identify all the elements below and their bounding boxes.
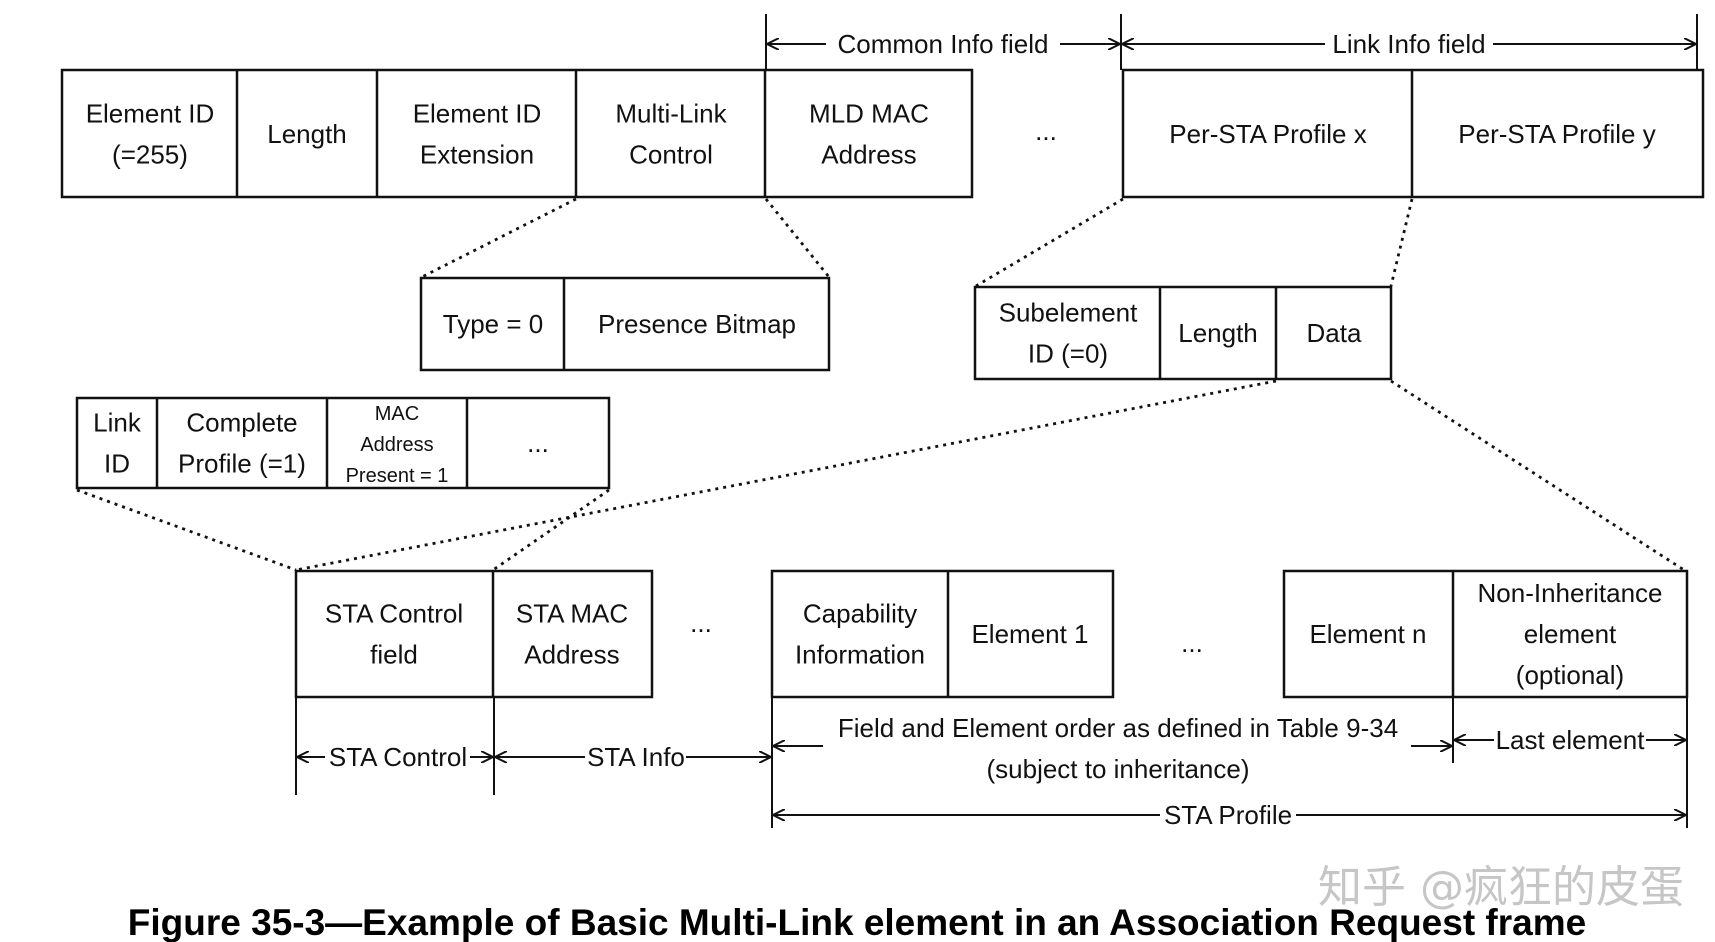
field-label-line: Multi-Link: [615, 99, 727, 129]
field-label-line: Element 1: [971, 619, 1088, 649]
sta-profile-dimension: STA Profile: [774, 800, 1685, 830]
field-order-label-line1: Field and Element order as defined in Ta…: [838, 713, 1398, 743]
field-order-dimension: Field and Element order as defined in Ta…: [774, 713, 1451, 784]
field-label: Length: [1178, 318, 1258, 348]
field-order-label-line2: (subject to inheritance): [986, 754, 1249, 784]
link-info-field-label: Link Info field: [1332, 29, 1485, 59]
sta-profile-group-3: Element n Non-Inheritance element (optional…: [1282, 569, 1689, 699]
sta-info-label: STA Info: [587, 742, 685, 772]
link-info-box: Per-STA Profile x Per-STA Profile y: [1121, 68, 1705, 199]
zoom-line-profile-right: [1389, 198, 1414, 287]
field-label-line: Profile (=1): [178, 449, 306, 479]
field-label-line: Present = 1: [346, 465, 449, 487]
figure-caption: Figure 35-3—Example of Basic Multi-Link …: [128, 902, 1586, 942]
sta-control-label: STA Control: [329, 742, 467, 772]
sta-control-dimension: STA Control: [298, 742, 492, 772]
field-label: Element ID Extension: [413, 99, 542, 170]
field-label: Element n: [1309, 619, 1426, 649]
field-label: Data: [1307, 318, 1362, 348]
field-label-line: Type = 0: [443, 309, 543, 339]
field-label-line: field: [370, 640, 418, 670]
field-label: Element ID (=255): [86, 99, 215, 170]
last-element-label: Last element: [1496, 725, 1646, 755]
zoom-line-stactl-left: [76, 488, 297, 572]
field-label: Non-Inheritance element (optional): [1478, 578, 1663, 690]
field-label-line: ID (=0): [1028, 339, 1108, 369]
field-label-line: Element n: [1309, 619, 1426, 649]
zoom-line-mlc-right: [764, 198, 831, 278]
field-label-line: Subelement: [999, 298, 1139, 328]
field-label-line: STA Control: [325, 599, 463, 629]
field-label-line: Length: [1178, 318, 1258, 348]
field-label-line: Address: [524, 640, 619, 670]
field-label: STA MAC Address: [516, 599, 628, 670]
field-label-line: Element ID: [86, 99, 215, 129]
field-label-line: STA MAC: [516, 599, 628, 629]
field-label-line: Capability: [803, 599, 917, 629]
field-label-line: Data: [1307, 318, 1362, 348]
field-label: Type = 0: [443, 309, 543, 339]
field-label: Length: [267, 119, 347, 149]
field-label-line: Extension: [420, 140, 534, 170]
zoom-line-data-right: [1390, 379, 1685, 572]
field-label: Element 1: [971, 619, 1088, 649]
field-label-line: Control: [629, 140, 713, 170]
field-label-line: element: [1524, 619, 1617, 649]
field-label: Per-STA Profile y: [1458, 119, 1655, 149]
field-label: Subelement ID (=0): [999, 298, 1139, 369]
field-label-line: MAC: [375, 403, 419, 425]
sta-profile-ellipsis-1: ...: [690, 608, 712, 638]
field-label-line: Complete: [186, 408, 297, 438]
field-label-line: Per-STA Profile x: [1169, 119, 1366, 149]
field-label-line: Link: [93, 408, 142, 438]
link-info-dimension: Link Info field: [1123, 14, 1698, 70]
field-label-line: Length: [267, 119, 347, 149]
field-label-line: Address: [821, 140, 916, 170]
zoom-line-profile-left: [975, 197, 1124, 288]
common-info-dimension: Common Info field: [765, 14, 1122, 70]
field-label: MLD MAC Address: [809, 99, 929, 170]
field-label: STA Control field: [325, 599, 463, 670]
field-label-line: Information: [795, 640, 925, 670]
watermark: 知乎 @疯狂的皮蛋: [1318, 862, 1684, 913]
field-label-line: ...: [527, 428, 549, 458]
common-info-field-label: Common Info field: [838, 29, 1049, 59]
main-element-ellipsis: ...: [1035, 116, 1057, 146]
zoom-line-stactl-right: [492, 488, 610, 572]
field-label: Per-STA Profile x: [1169, 119, 1366, 149]
field-label-line: Element ID: [413, 99, 542, 129]
sta-profile-group-1: STA Control field STA MAC Address: [294, 569, 654, 699]
field-label: ...: [527, 428, 549, 458]
field-label-line: MLD MAC: [809, 99, 929, 129]
multi-link-element-box: Element ID (=255) Length Element ID Extensio…: [60, 68, 974, 199]
zoom-line-mlc-left: [421, 197, 577, 279]
field-label-line: Per-STA Profile y: [1458, 119, 1655, 149]
sta-profile-ellipsis-2: ...: [1181, 628, 1203, 658]
field-label-line: Presence Bitmap: [598, 309, 796, 339]
field-label-line: ID: [104, 449, 130, 479]
field-label-line: (optional): [1516, 660, 1624, 690]
field-label-line: Address: [360, 434, 433, 456]
field-label-line: Non-Inheritance: [1478, 578, 1663, 608]
field-label: Presence Bitmap: [598, 309, 796, 339]
last-element-dimension: Last element: [1455, 725, 1685, 755]
field-label-line: (=255): [112, 140, 188, 170]
subelement-box: Subelement ID (=0) Length Data: [973, 285, 1393, 381]
sta-profile-label: STA Profile: [1164, 800, 1292, 830]
multi-link-control-box: Type = 0 Presence Bitmap: [419, 276, 831, 372]
sta-info-dimension: STA Info: [496, 742, 770, 772]
